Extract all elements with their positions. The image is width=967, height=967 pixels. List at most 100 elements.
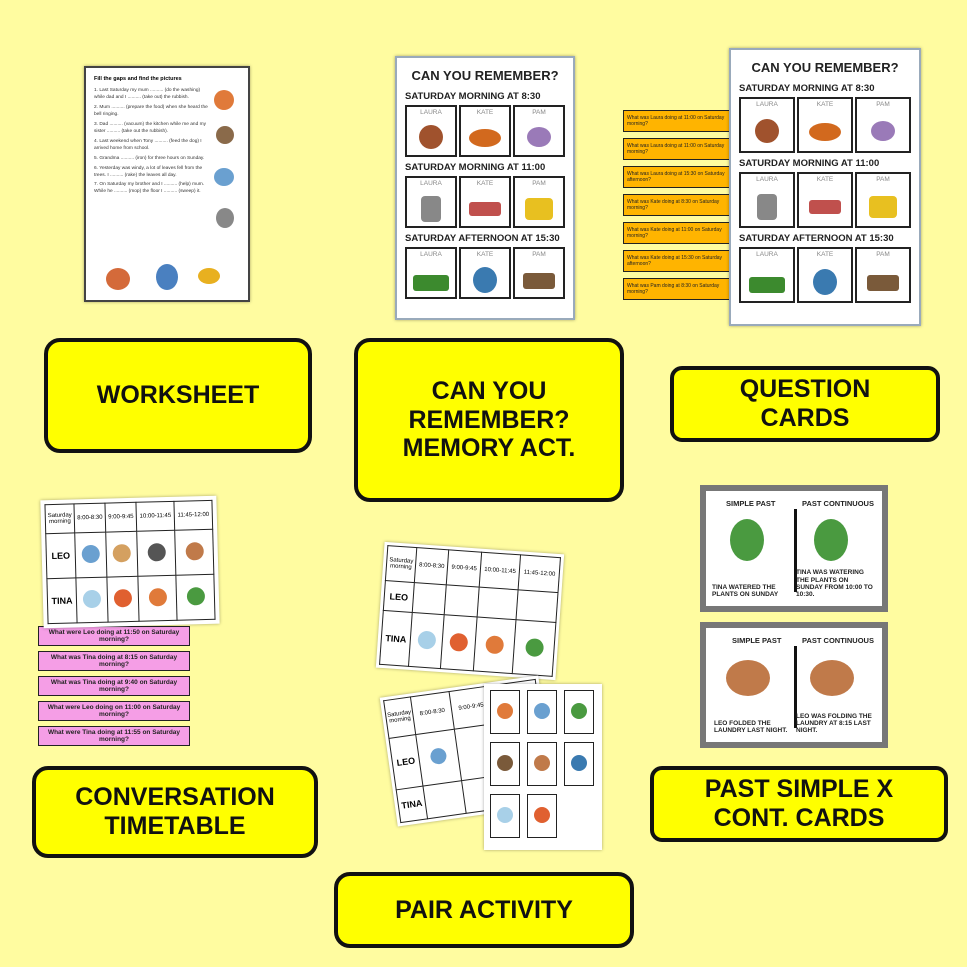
card-name: PAM	[876, 101, 890, 108]
timetable-cell[interactable]	[175, 574, 216, 621]
card-name: PAM	[532, 109, 546, 116]
pair-activity-label[interactable]: PAIR ACTIVITY	[334, 872, 634, 948]
memory-card[interactable]: PAM	[513, 176, 565, 228]
card-header-right: PAST CONTINUOUS	[802, 636, 874, 645]
picture-card[interactable]	[490, 690, 520, 734]
plant-picture	[730, 519, 764, 561]
timetable-cell[interactable]	[74, 532, 107, 579]
pair-cell[interactable]	[516, 589, 558, 623]
question-card[interactable]: What was Kate doing at 15:30 on Saturday…	[623, 250, 733, 272]
memory-card[interactable]: PAM	[513, 105, 565, 157]
chore-illustration	[185, 542, 204, 561]
picture-card[interactable]	[527, 794, 557, 838]
question-card[interactable]: What was Kate doing at 8:30 on Saturday …	[623, 194, 733, 216]
conversation-timetable-label[interactable]: CONVERSATION TIMETABLE	[32, 766, 318, 858]
picture-card[interactable]	[527, 690, 557, 734]
question-card[interactable]: What was Laura doing at 15:30 on Saturda…	[623, 166, 733, 188]
timetable-header-cell: Saturday morning	[44, 503, 75, 534]
pair-cell[interactable]	[512, 620, 556, 677]
picture-card[interactable]	[490, 794, 520, 838]
iron-picture	[527, 127, 551, 147]
picture-card[interactable]	[527, 742, 557, 786]
picture-cards-sheet[interactable]	[484, 684, 602, 850]
memory-card[interactable]: KATE	[797, 97, 853, 153]
memory-sheet-copy[interactable]: CAN YOU REMEMBER? SATURDAY MORNING AT 8:…	[729, 48, 921, 326]
worksheet-item: 1. Last Saturday my mum .......... (do t…	[94, 88, 201, 100]
chore-illustration	[147, 543, 166, 562]
memory-card[interactable]: KATE	[459, 176, 511, 228]
timetable-cell[interactable]	[75, 577, 109, 623]
pair-cell[interactable]	[408, 612, 445, 669]
memory-card[interactable]: PAM	[855, 97, 911, 153]
picture-card[interactable]	[564, 690, 594, 734]
worksheet-items: 1. Last Saturday my mum .......... (do t…	[94, 88, 209, 196]
question-cards-label-line: QUESTION	[739, 375, 871, 404]
question-card[interactable]: What was Laura doing at 11:00 on Saturda…	[623, 138, 733, 160]
conversation-card[interactable]: What were Leo doing on 11:00 on Saturday…	[38, 701, 190, 721]
worksheet-item: 2. Mum .......... (prepare the food) whe…	[94, 104, 208, 117]
question-card[interactable]: What was Laura doing at 11:00 on Saturda…	[623, 110, 733, 132]
memory-card[interactable]: LAURA	[405, 176, 457, 228]
dog-picture	[419, 125, 443, 149]
memory-card[interactable]: PAM	[855, 247, 911, 303]
timetable-cell[interactable]	[105, 531, 139, 578]
memory-card[interactable]: LAURA	[739, 97, 795, 153]
pair-header-cell: 11:45-12:00	[518, 554, 561, 593]
timetable-cell[interactable]	[174, 529, 214, 576]
conversation-cards-stack[interactable]: What were Leo doing at 11:50 on Saturday…	[38, 626, 190, 751]
card-caption-right: TINA WAS WATERING THE PLANTS ON SUNDAY F…	[796, 569, 873, 598]
memory-card[interactable]: KATE	[459, 247, 511, 299]
picture-card[interactable]	[490, 742, 520, 786]
card-header-left: SIMPLE PAST	[726, 499, 776, 508]
question-card[interactable]: What was Pam doing at 8:30 on Saturday m…	[623, 278, 733, 300]
memory-card[interactable]: KATE	[459, 105, 511, 157]
worksheet-item: 7. On Saturday my brother and I ........…	[94, 182, 205, 195]
worksheet-label[interactable]: WORKSHEET	[44, 338, 312, 453]
chore-illustration	[216, 208, 234, 228]
past-tense-card[interactable]: SIMPLE PAST PAST CONTINUOUS TINA WATERED…	[700, 485, 888, 612]
pair-cell[interactable]	[473, 617, 517, 674]
conversation-card[interactable]: What was Tina doing at 9:40 on Saturday …	[38, 676, 190, 696]
memory-card[interactable]: LAURA	[739, 247, 795, 303]
memory-card[interactable]: PAM	[513, 247, 565, 299]
timetable-cell[interactable]	[106, 576, 140, 623]
pair-header-cell: 10:00-11:45	[479, 552, 521, 590]
conversation-timetable-sheet[interactable]: Saturday morning 8:00-8:30 9:00-9:45 10:…	[40, 495, 220, 629]
memory-card[interactable]: LAURA	[739, 172, 795, 228]
memory-card[interactable]: KATE	[797, 172, 853, 228]
memory-sheet[interactable]: CAN YOU REMEMBER? SATURDAY MORNING AT 8:…	[395, 56, 575, 320]
memory-card[interactable]: PAM	[855, 172, 911, 228]
past-tense-card[interactable]: SIMPLE PAST PAST CONTINUOUS LEO FOLDED T…	[700, 622, 888, 748]
table-picture	[867, 275, 899, 291]
card-name: LAURA	[420, 109, 442, 116]
memory-card[interactable]: LAURA	[405, 247, 457, 299]
pair-cell[interactable]	[440, 615, 477, 671]
memory-card[interactable]: KATE	[797, 247, 853, 303]
memory-activity-label[interactable]: CAN YOU REMEMBER? MEMORY ACT.	[354, 338, 624, 502]
question-card[interactable]: What was Kate doing at 11:00 on Saturday…	[623, 222, 733, 244]
conversation-card[interactable]: What was Tina doing at 8:15 on Saturday …	[38, 651, 190, 671]
worksheet-item: 3. Dad .......... (vacuum) the kitchen w…	[94, 121, 206, 134]
picture-card[interactable]	[564, 742, 594, 786]
pair-timetable-sheet[interactable]: Saturday morning 8:00-8:30 9:00-9:45 10:…	[375, 541, 565, 681]
pair-cell[interactable]	[412, 582, 447, 616]
question-cards-label[interactable]: QUESTION CARDS	[670, 366, 940, 442]
plant-picture	[814, 519, 848, 561]
lawnmower-picture	[749, 277, 785, 293]
timetable-cell[interactable]	[136, 530, 176, 577]
memory-card[interactable]: LAURA	[405, 105, 457, 157]
question-cards-stack[interactable]: What was Laura doing at 11:00 on Saturda…	[623, 110, 733, 306]
timetable-cell[interactable]	[138, 575, 178, 622]
pair-row-label: LEO	[383, 580, 415, 613]
worksheet-thumbnail[interactable]: Fill the gaps and find the pictures 1. L…	[84, 66, 250, 302]
card-name: KATE	[476, 109, 494, 116]
conversation-card[interactable]: What were Tina doing at 11:55 on Saturda…	[38, 726, 190, 746]
conversation-card[interactable]: What were Leo doing at 11:50 on Saturday…	[38, 626, 190, 646]
memory-section-heading: SATURDAY MORNING AT 11:00	[739, 158, 880, 169]
chore-illustration	[524, 637, 544, 657]
pair-cell[interactable]	[423, 781, 467, 819]
pair-cell[interactable]	[444, 584, 480, 618]
pair-cell[interactable]	[476, 587, 519, 621]
pair-header-cell: 8:00-8:30	[410, 691, 455, 735]
past-simple-cards-label[interactable]: PAST SIMPLE X CONT. CARDS	[650, 766, 948, 842]
